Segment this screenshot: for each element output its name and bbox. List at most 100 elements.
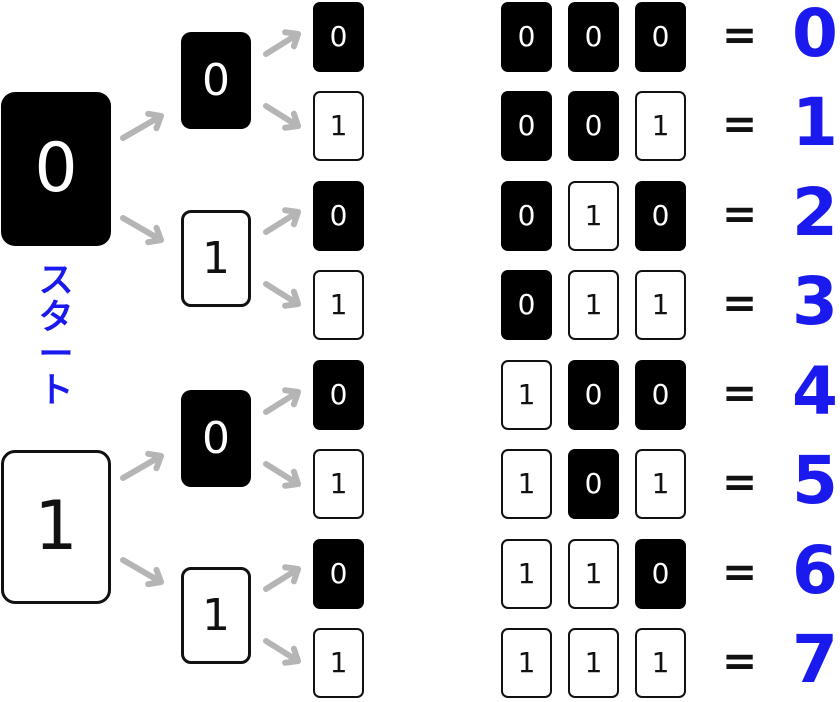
combo-row-3-bit-1-digit: 1 <box>584 288 603 321</box>
start-label-char-1: タ <box>38 297 74 338</box>
level3-card-2-digit: 0 <box>329 199 348 232</box>
combo-row-7-bit-2: 1 <box>635 628 686 698</box>
combo-row-7-bit-0-digit: 1 <box>517 646 536 679</box>
start-label: スタート <box>36 263 76 410</box>
arrow-l2-2-down <box>263 461 301 489</box>
combo-row-0-bit-2: 0 <box>635 2 686 72</box>
level3-card-3: 1 <box>313 270 364 340</box>
level2-card-0-digit: 0 <box>202 54 230 106</box>
start-label-char-2: ー <box>38 334 74 375</box>
combo-row-4-bit-0-digit: 1 <box>517 378 536 411</box>
decimal-value-2: 2 <box>792 174 838 251</box>
decimal-value-6: 6 <box>792 532 838 609</box>
combo-row-6-bit-2: 0 <box>635 539 686 609</box>
level3-card-7: 1 <box>313 628 364 698</box>
level3-card-6: 0 <box>313 539 364 609</box>
equals-sign-3: = <box>722 278 758 327</box>
combo-row-5-bit-0: 1 <box>501 449 552 519</box>
combo-row-3-bit-2-digit: 1 <box>651 288 670 321</box>
combo-row-3-bit-2: 1 <box>635 270 686 340</box>
combo-row-0-bit-0-digit: 0 <box>517 20 536 53</box>
combo-row-2-bit-0: 0 <box>501 181 552 251</box>
level2-card-3-digit: 1 <box>202 589 230 641</box>
level1-card-0-0: 0 <box>1 92 111 246</box>
arrow-l2-0-down <box>263 103 301 131</box>
combo-row-5-bit-0-digit: 1 <box>517 467 536 500</box>
level2-card-2: 0 <box>181 390 251 487</box>
level2-card-0: 0 <box>181 32 251 129</box>
combo-row-7-bit-2-digit: 1 <box>651 646 670 679</box>
level3-card-0-digit: 0 <box>329 20 348 53</box>
equals-sign-2: = <box>722 189 758 238</box>
decimal-value-4: 4 <box>792 353 838 430</box>
equals-sign-6: = <box>722 547 758 596</box>
combo-row-1-bit-0-digit: 0 <box>517 109 536 142</box>
level3-card-5: 1 <box>313 449 364 519</box>
combo-row-1-bit-1-digit: 0 <box>584 109 603 142</box>
decimal-value-5: 5 <box>792 442 838 519</box>
level2-card-1: 1 <box>181 210 251 307</box>
level2-card-1-digit: 1 <box>202 232 230 284</box>
level3-card-3-digit: 1 <box>329 288 348 321</box>
level3-card-2: 0 <box>313 181 364 251</box>
combo-row-1-bit-2-digit: 1 <box>651 109 670 142</box>
level2-card-3: 1 <box>181 567 251 664</box>
combo-row-3-bit-0: 0 <box>501 270 552 340</box>
combo-row-0-bit-1-digit: 0 <box>584 20 603 53</box>
combo-row-2-bit-0-digit: 0 <box>517 199 536 232</box>
arrow-l2-0-up <box>263 29 301 57</box>
combo-row-1-bit-0: 0 <box>501 91 552 161</box>
level3-card-4-digit: 0 <box>329 378 348 411</box>
equals-sign-1: = <box>722 99 758 148</box>
level2-card-2-digit: 0 <box>202 412 230 464</box>
level3-card-1: 1 <box>313 91 364 161</box>
combo-row-5-bit-2-digit: 1 <box>651 467 670 500</box>
arrow-l1a-up <box>120 110 164 141</box>
combo-row-7-bit-1: 1 <box>568 628 619 698</box>
level3-card-1-digit: 1 <box>329 109 348 142</box>
equals-sign-4: = <box>722 368 758 417</box>
arrow-l2-2-up <box>263 387 301 415</box>
combo-row-1-bit-2: 1 <box>635 91 686 161</box>
level3-card-0: 0 <box>313 2 364 72</box>
equals-sign-7: = <box>722 636 758 685</box>
combo-row-5-bit-2: 1 <box>635 449 686 519</box>
equals-sign-5: = <box>722 457 758 506</box>
arrow-l2-1-down <box>263 281 301 309</box>
combo-row-3-bit-1: 1 <box>568 270 619 340</box>
level3-card-7-digit: 1 <box>329 646 348 679</box>
combo-row-6-bit-2-digit: 0 <box>651 557 670 590</box>
combo-row-2-bit-2: 0 <box>635 181 686 251</box>
combo-row-3-bit-0-digit: 0 <box>517 288 536 321</box>
combo-row-6-bit-0-digit: 1 <box>517 557 536 590</box>
combo-row-7-bit-0: 1 <box>501 628 552 698</box>
decimal-value-0: 0 <box>792 0 838 72</box>
combo-row-4-bit-2: 0 <box>635 360 686 430</box>
arrow-l1b-down <box>120 557 164 588</box>
start-label-char-0: ス <box>38 261 74 301</box>
combo-row-5-bit-1-digit: 0 <box>584 467 603 500</box>
combo-row-4-bit-1-digit: 0 <box>584 378 603 411</box>
combo-row-2-bit-1: 1 <box>568 181 619 251</box>
combo-row-2-bit-2-digit: 0 <box>651 199 670 232</box>
level3-card-6-digit: 0 <box>329 557 348 590</box>
combo-row-6-bit-1-digit: 1 <box>584 557 603 590</box>
combo-row-4-bit-0: 1 <box>501 360 552 430</box>
level1-card-0-0-digit: 0 <box>34 129 78 208</box>
combo-row-7-bit-1-digit: 1 <box>584 646 603 679</box>
level3-card-4: 0 <box>313 360 364 430</box>
decimal-value-3: 3 <box>792 263 838 340</box>
arrow-l1b-up <box>120 450 164 481</box>
combo-row-4-bit-2-digit: 0 <box>651 378 670 411</box>
decimal-value-1: 1 <box>792 84 838 161</box>
combo-row-6-bit-1: 1 <box>568 539 619 609</box>
combo-row-4-bit-1: 0 <box>568 360 619 430</box>
arrow-l1a-down <box>120 215 164 246</box>
combo-row-1-bit-1: 0 <box>568 91 619 161</box>
combo-row-0-bit-2-digit: 0 <box>651 20 670 53</box>
decimal-value-7: 7 <box>792 621 838 698</box>
arrow-l2-3-up <box>263 564 301 592</box>
level3-card-5-digit: 1 <box>329 467 348 500</box>
